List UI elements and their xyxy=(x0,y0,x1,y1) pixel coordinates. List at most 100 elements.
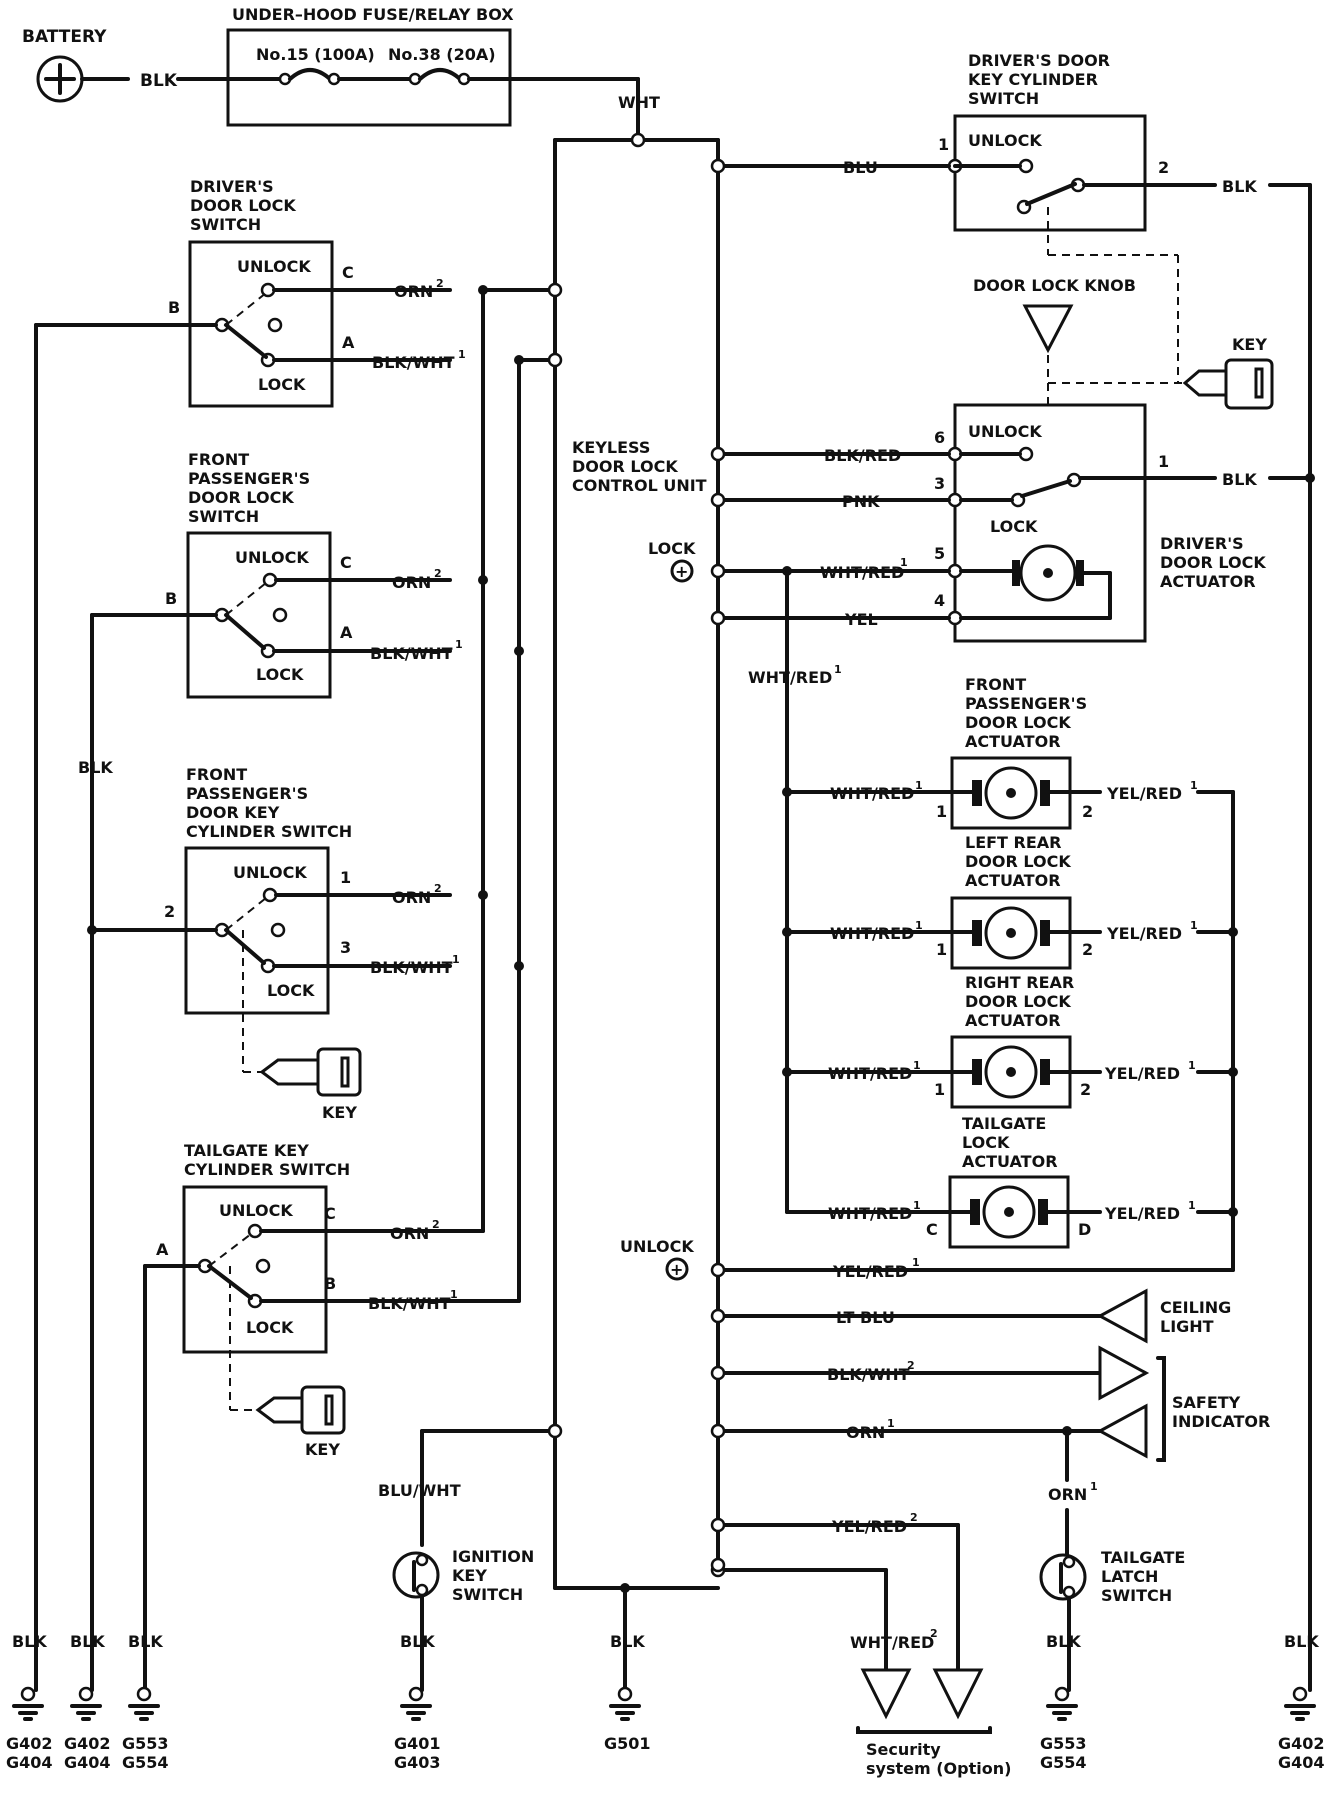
actuator-front-passenger: WHT/RED 1 YEL/RED 1 1 2 xyxy=(782,756,1235,830)
ground-3: BLK G553 G554 xyxy=(122,1632,169,1772)
svg-text:1: 1 xyxy=(913,1199,921,1212)
ground-5: BLK G501 xyxy=(604,1632,651,1753)
svg-text:ACTUATOR: ACTUATOR xyxy=(1160,572,1256,591)
svg-text:LOCK: LOCK xyxy=(246,1318,294,1337)
svg-text:PASSENGER'S: PASSENGER'S xyxy=(965,694,1087,713)
door-lock-knob-label: DOOR LOCK KNOB xyxy=(973,276,1136,295)
svg-text:TAILGATE: TAILGATE xyxy=(962,1114,1046,1133)
svg-text:DRIVER'S DOOR: DRIVER'S DOOR xyxy=(968,51,1110,70)
lt-blu-label: LT BLU xyxy=(836,1308,895,1327)
drivers-door-key-cylinder-switch: DRIVER'S DOOR KEY CYLINDER SWITCH UNLOCK… xyxy=(710,51,1312,1692)
actuator-right-rear: WHT/RED 1 YEL/RED 1 1 2 xyxy=(782,1035,1238,1109)
svg-text:TAILGATE KEY: TAILGATE KEY xyxy=(184,1141,309,1160)
safety-indicator: BLK/WHT 2 ORN 1 SAFETY INDICATOR xyxy=(710,1345,1270,1462)
svg-text:BLK: BLK xyxy=(1222,470,1257,489)
security-system: YEL/RED 2 WHT/RED 2 Security system (Opt… xyxy=(710,1511,1011,1778)
blk-red-label: BLK/RED xyxy=(824,446,901,465)
svg-text:G553: G553 xyxy=(1040,1734,1087,1753)
svg-text:FRONT: FRONT xyxy=(965,675,1026,694)
svg-text:FRONT: FRONT xyxy=(188,450,249,469)
svg-text:DOOR LOCK: DOOR LOCK xyxy=(1160,553,1266,572)
svg-text:DOOR LOCK: DOOR LOCK xyxy=(188,488,294,507)
svg-text:G404: G404 xyxy=(1278,1753,1325,1772)
svg-text:LOCK: LOCK xyxy=(990,517,1038,536)
key-icon-tailgate: KEY xyxy=(255,1385,346,1459)
svg-text:B: B xyxy=(165,589,177,608)
svg-text:BLK: BLK xyxy=(1046,1632,1081,1651)
svg-text:DOOR KEY: DOOR KEY xyxy=(186,803,280,822)
svg-text:LEFT REAR: LEFT REAR xyxy=(965,833,1062,852)
svg-text:SWITCH: SWITCH xyxy=(1101,1586,1172,1605)
svg-text:TAILGATE: TAILGATE xyxy=(1101,1548,1185,1567)
svg-text:2: 2 xyxy=(432,1218,440,1231)
svg-text:SAFETY: SAFETY xyxy=(1172,1393,1241,1412)
battery: BATTERY BLK xyxy=(22,27,230,103)
fuse-15-label: No.15 (100A) xyxy=(256,45,375,64)
svg-text:BLK: BLK xyxy=(400,1632,435,1651)
svg-text:WHT/RED: WHT/RED xyxy=(828,1064,912,1083)
svg-text:YEL/RED: YEL/RED xyxy=(1106,924,1182,943)
svg-text:3: 3 xyxy=(340,938,351,957)
pnk-label: PNK xyxy=(842,492,880,511)
svg-text:YEL/RED: YEL/RED xyxy=(831,1517,907,1536)
svg-text:WHT/RED: WHT/RED xyxy=(828,1204,912,1223)
svg-text:+: + xyxy=(675,562,688,581)
drv-lock-sw-title-3: SWITCH xyxy=(190,215,261,234)
svg-text:G553: G553 xyxy=(122,1734,169,1753)
unlock-yel-red-label: YEL/RED xyxy=(832,1262,908,1281)
svg-text:1: 1 xyxy=(934,1080,945,1099)
ground-7: BLK G402 G404 xyxy=(1278,1632,1325,1772)
drv-lock-sw-lock: LOCK xyxy=(258,375,306,394)
svg-text:ORN: ORN xyxy=(390,1224,429,1243)
svg-text:C: C xyxy=(926,1220,938,1239)
svg-text:KEY CYLINDER: KEY CYLINDER xyxy=(968,70,1098,89)
svg-text:RIGHT REAR: RIGHT REAR xyxy=(965,973,1074,992)
svg-text:BLK: BLK xyxy=(610,1632,645,1651)
svg-text:BLK: BLK xyxy=(128,1632,163,1651)
svg-text:INDICATOR: INDICATOR xyxy=(1172,1412,1270,1431)
svg-text:6: 6 xyxy=(934,428,945,447)
actuator-tailgate: WHT/RED 1 YEL/RED 1 C D xyxy=(785,1175,1238,1249)
actuator-left-rear: WHT/RED 1 YEL/RED 1 1 2 xyxy=(782,896,1238,970)
battery-label: BATTERY xyxy=(22,27,107,47)
key-icon-right: KEY xyxy=(1182,335,1274,410)
drv-lock-sw-pin-a: A xyxy=(342,333,355,352)
svg-text:3: 3 xyxy=(934,474,945,493)
svg-text:Security: Security xyxy=(866,1740,941,1759)
svg-text:G401: G401 xyxy=(394,1734,441,1753)
left-rear-door-lock-actuator: LEFT REAR DOOR LOCK ACTUATOR xyxy=(965,833,1071,890)
front-passenger-door-lock-actuator: FRONT PASSENGER'S DOOR LOCK ACTUATOR xyxy=(965,675,1087,751)
svg-text:CYLINDER SWITCH: CYLINDER SWITCH xyxy=(186,822,352,841)
right-rear-door-lock-actuator: RIGHT REAR DOOR LOCK ACTUATOR xyxy=(965,973,1074,1030)
left-ground-wires: BLK xyxy=(34,323,147,1692)
svg-text:C: C xyxy=(324,1204,336,1223)
fuse-38-label: No.38 (20A) xyxy=(388,45,496,64)
svg-text:YEL/RED: YEL/RED xyxy=(1106,784,1182,803)
svg-text:BLK: BLK xyxy=(1222,177,1257,196)
svg-text:2: 2 xyxy=(930,1627,938,1640)
svg-text:LATCH: LATCH xyxy=(1101,1567,1158,1586)
svg-text:5: 5 xyxy=(934,544,945,563)
tailgate-latch-switch: ORN 1 TAILGATE LATCH SWITCH xyxy=(1039,1429,1185,1692)
svg-text:WHT/RED: WHT/RED xyxy=(850,1633,934,1652)
svg-text:2: 2 xyxy=(164,902,175,921)
svg-text:1: 1 xyxy=(458,348,466,361)
svg-text:ORN: ORN xyxy=(392,888,431,907)
svg-text:ACTUATOR: ACTUATOR xyxy=(965,732,1061,751)
svg-text:1: 1 xyxy=(834,663,842,676)
svg-text:2: 2 xyxy=(1080,1080,1091,1099)
svg-text:UNLOCK: UNLOCK xyxy=(235,548,309,567)
front-passenger-key-cylinder-switch: FRONT PASSENGER'S DOOR KEY CYLINDER SWIT… xyxy=(90,765,460,1073)
svg-text:1: 1 xyxy=(1188,1199,1196,1212)
svg-text:DOOR LOCK: DOOR LOCK xyxy=(965,992,1071,1011)
svg-text:ACTUATOR: ACTUATOR xyxy=(965,871,1061,890)
svg-text:UNLOCK: UNLOCK xyxy=(968,422,1042,441)
svg-text:A: A xyxy=(156,1240,169,1259)
svg-text:1: 1 xyxy=(340,868,351,887)
svg-text:UNLOCK: UNLOCK xyxy=(233,863,307,882)
svg-text:KEY: KEY xyxy=(452,1566,487,1585)
key-icon-fp: KEY xyxy=(259,1047,362,1122)
svg-text:G404: G404 xyxy=(6,1753,53,1772)
svg-text:G402: G402 xyxy=(1278,1734,1325,1753)
